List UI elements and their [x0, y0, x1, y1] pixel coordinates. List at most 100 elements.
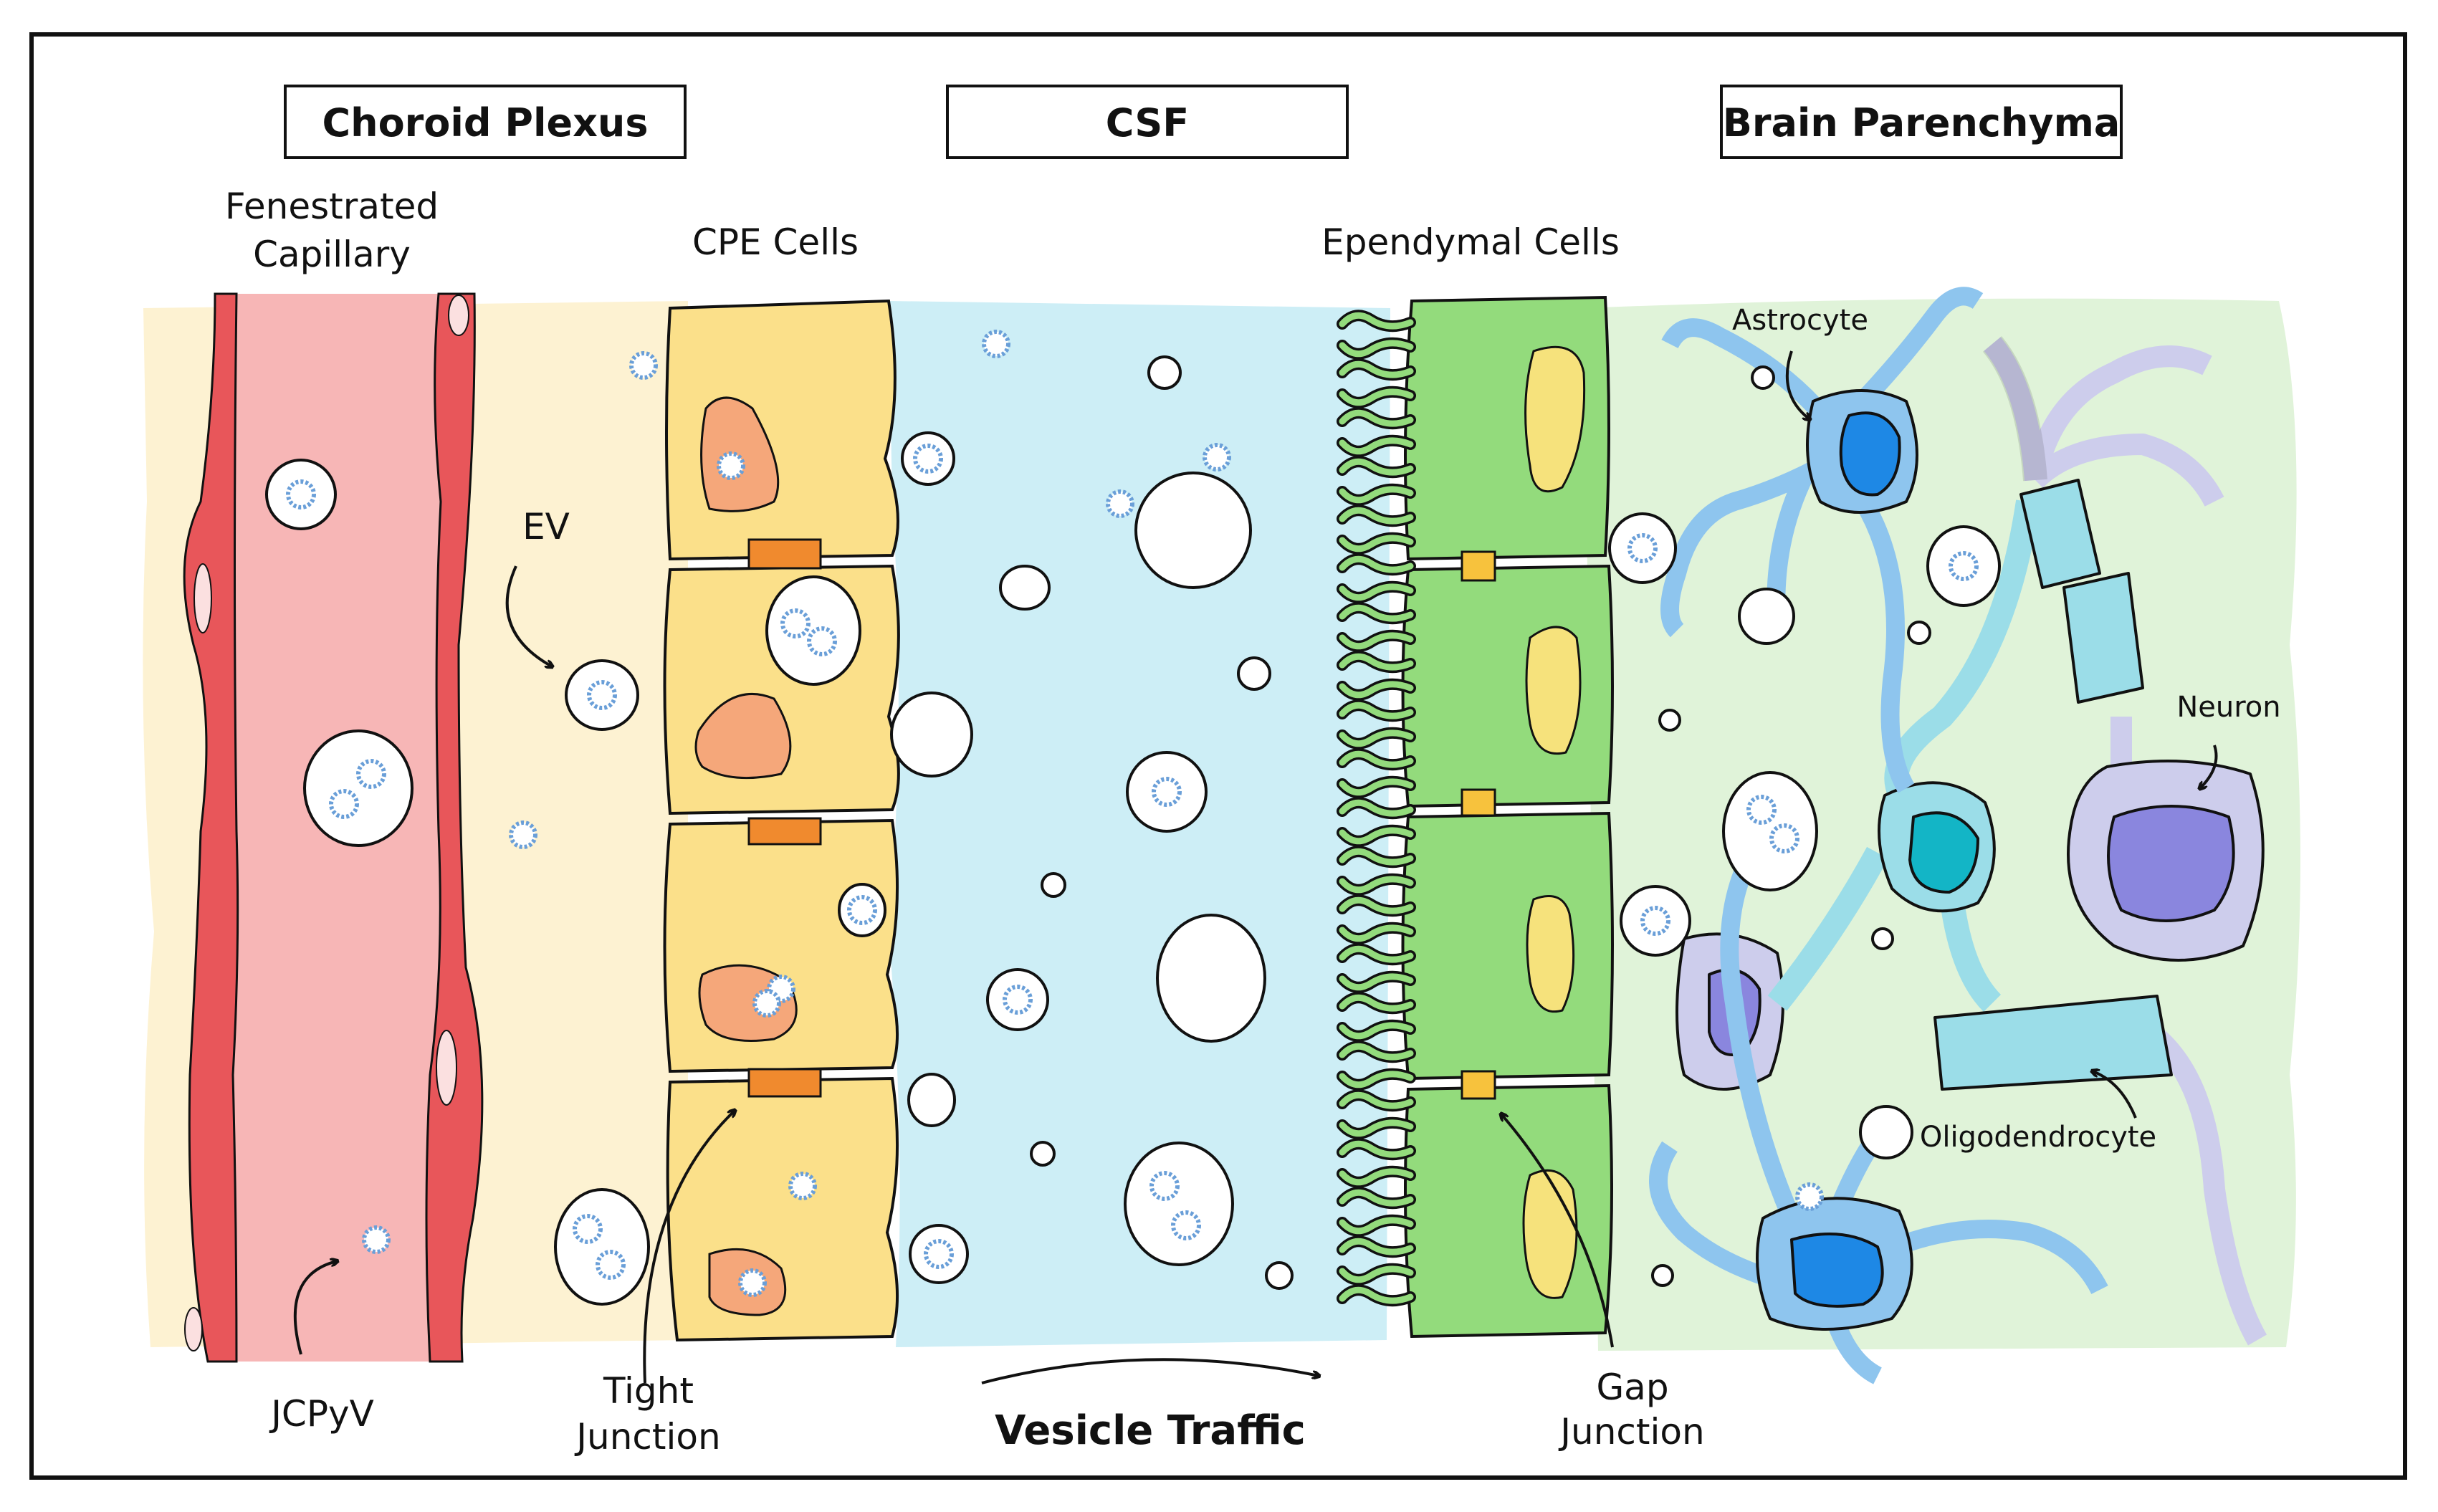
- extracellular-vesicle: [1030, 1141, 1056, 1167]
- cilium: [1339, 827, 1414, 845]
- header-csf: CSF: [1106, 100, 1189, 145]
- jcpyv-virion: [717, 451, 745, 480]
- extracellular-vesicle: [1871, 927, 1894, 950]
- extracellular-vesicle: [1124, 1142, 1234, 1266]
- header-choroid-plexus: Choroid Plexus: [322, 100, 649, 145]
- jcpyv-virion: [924, 1239, 954, 1269]
- cilium: [1339, 437, 1414, 455]
- jcpyv-virion: [1106, 489, 1134, 518]
- jcpyv-virion: [1203, 443, 1231, 472]
- jcpyv-virion: [1003, 985, 1033, 1015]
- cilium: [1339, 1286, 1414, 1304]
- extracellular-vesicle: [1156, 914, 1266, 1043]
- jcpyv-virion: [573, 1214, 603, 1244]
- myelin-segment: [1933, 995, 2173, 1091]
- cilium: [1339, 945, 1414, 963]
- tight-junction: [747, 817, 822, 846]
- cilium: [1339, 1022, 1414, 1040]
- extracellular-vesicle: [1651, 1264, 1674, 1287]
- label-jcpyv: JCPyV: [269, 1393, 374, 1435]
- ependymal-nucleus: [1522, 1169, 1578, 1299]
- extracellular-vesicle: [1658, 709, 1681, 732]
- cilium: [1339, 1238, 1414, 1255]
- label-cpe-cells: CPE Cells: [692, 221, 859, 263]
- cilium: [1339, 1168, 1414, 1186]
- capillary-wall-left: [183, 292, 239, 1363]
- extracellular-vesicle: [554, 1188, 650, 1306]
- header-box-csf: [946, 85, 1349, 159]
- cilium: [1339, 994, 1414, 1012]
- header-box-brain-parenchyma: [1720, 85, 2123, 159]
- cilium: [1339, 1091, 1414, 1109]
- label-capillary: Capillary: [253, 234, 411, 275]
- tight-junctions: [747, 538, 822, 1098]
- astrocyte-nucleus: [1839, 411, 1901, 497]
- cpe-cell: [665, 299, 899, 561]
- jcpyv-virion: [509, 820, 537, 849]
- arrows: [293, 350, 2218, 1384]
- cilium: [1339, 535, 1414, 552]
- label-ependymal-cells: Ependymal Cells: [1321, 221, 1620, 263]
- label-neuron: Neuron: [2176, 691, 2280, 724]
- extracellular-vesicle: [1134, 472, 1252, 589]
- cilium: [1339, 1140, 1414, 1158]
- endothelial-nucleus: [436, 1030, 457, 1106]
- oligodendrocyte: [1767, 479, 2173, 1091]
- jcpyv-virion: [982, 330, 1010, 358]
- cilium: [1339, 876, 1414, 894]
- cilium: [1339, 360, 1414, 378]
- cilium: [1339, 681, 1414, 699]
- cilium: [1339, 729, 1414, 747]
- fenestrated-capillary: [183, 292, 484, 1363]
- jcpyv-virion: [587, 680, 617, 710]
- jcpyv-virion: [596, 1250, 626, 1280]
- extracellular-vesicle: [1907, 621, 1931, 645]
- label-astrocyte: Astrocyte: [1732, 304, 1868, 337]
- extracellular-vesicle: [999, 565, 1051, 611]
- jcpyv-virion: [1149, 1171, 1180, 1201]
- myelin-segment: [2019, 479, 2101, 589]
- cpe-nucleus: [694, 692, 792, 780]
- cpe-nucleus: [700, 396, 780, 512]
- jcpyv-virion: [286, 479, 316, 509]
- cilium: [1339, 653, 1414, 671]
- neuron-processes: [1984, 337, 2267, 1346]
- ependymal-nucleus: [1526, 895, 1575, 1013]
- endothelial-nucleus: [184, 1307, 203, 1351]
- tight-junction: [747, 1068, 822, 1098]
- extracellular-vesicle: [1147, 355, 1182, 390]
- jcpyv-arrow: [293, 1261, 337, 1355]
- oligo-nucleus: [1908, 811, 1979, 894]
- jcpyv-virion: [1171, 1210, 1201, 1240]
- cilium: [1339, 1217, 1414, 1235]
- astrocytes: [1649, 287, 2108, 1384]
- gap-junctions: [1461, 550, 1496, 1100]
- cilium: [1339, 924, 1414, 942]
- extracellular-vesicle: [1751, 365, 1775, 390]
- jcpyv-virion: [738, 1268, 767, 1297]
- extracellular-vesicle: [1237, 656, 1271, 691]
- jcpyv-virion: [1746, 795, 1777, 825]
- cilium: [1339, 409, 1414, 427]
- cilium: [1339, 896, 1414, 914]
- neuron-nucleus: [2107, 805, 2235, 922]
- extracellular-vesicle: [907, 1073, 956, 1127]
- astrocyte-processes: [1649, 287, 2108, 1384]
- header-brain-parenchyma: Brain Parenchyma: [1723, 100, 2121, 145]
- vesicles: [265, 330, 2001, 1306]
- csf-region: [889, 301, 1390, 1347]
- jcpyv-virion: [913, 444, 943, 474]
- label-tight: Tight: [603, 1370, 694, 1412]
- cilium: [1339, 973, 1414, 991]
- labels: Fenestrated Capillary CPE Cells Ependyma…: [225, 186, 2281, 1458]
- cilium: [1339, 1071, 1414, 1088]
- tight-junction: [747, 538, 822, 570]
- ependymal-nucleus: [1524, 345, 1586, 493]
- jcpyv-virion: [629, 351, 658, 380]
- extracellular-vesicle: [1265, 1261, 1294, 1290]
- jcpyv-virion: [1152, 777, 1182, 807]
- cilium: [1339, 799, 1414, 817]
- jcpyv-virion: [780, 608, 811, 638]
- label-gap-junction: Junction: [1558, 1411, 1704, 1453]
